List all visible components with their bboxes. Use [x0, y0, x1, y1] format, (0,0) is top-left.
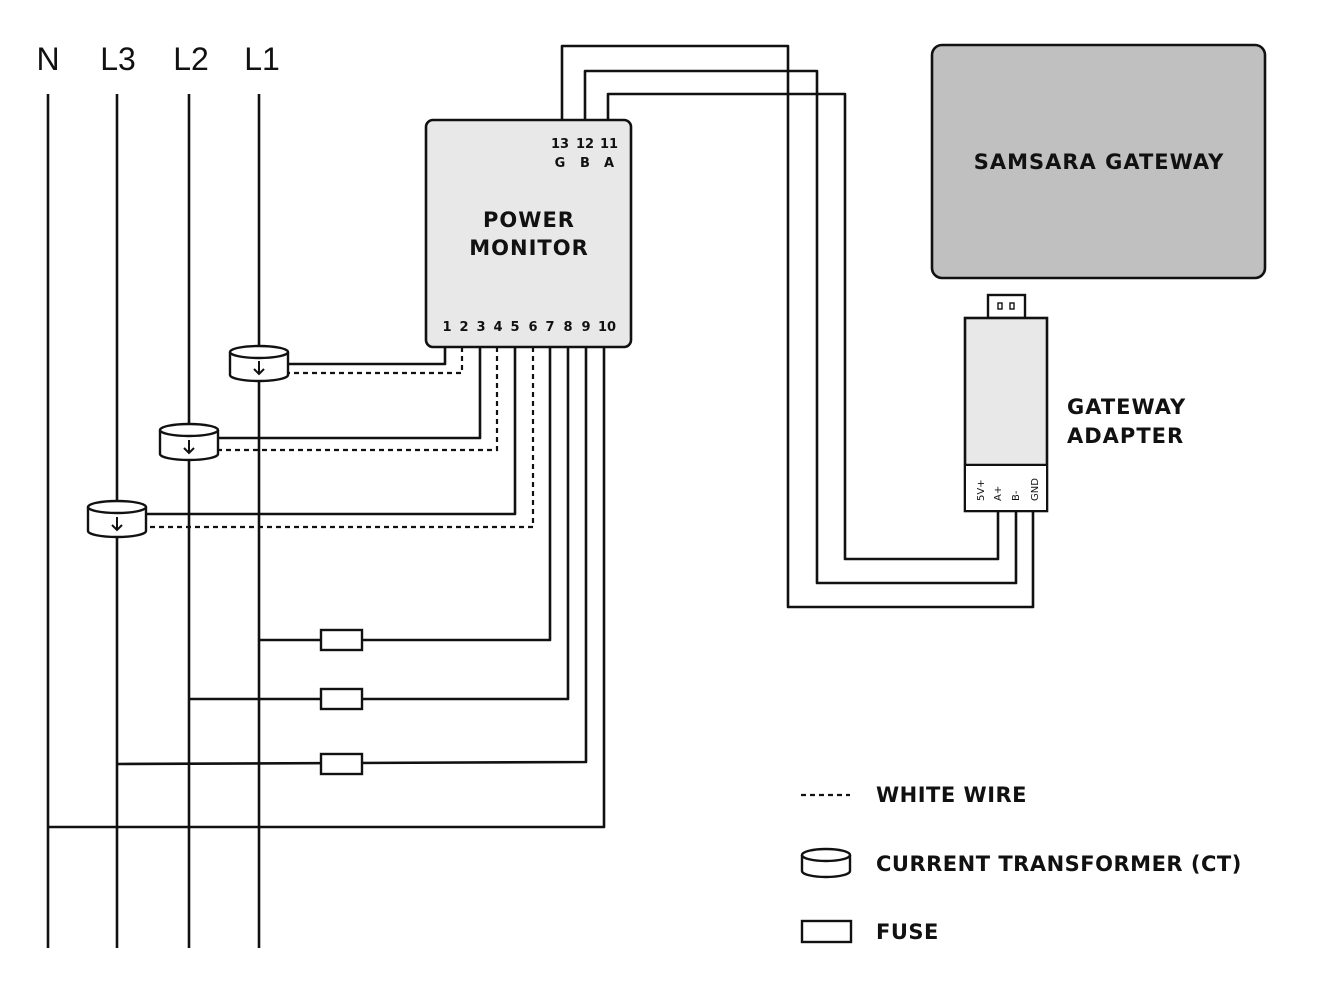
line-label-l3: L3	[100, 41, 136, 77]
gateway-adapter-title-line2: ADAPTER	[1067, 424, 1184, 448]
power-monitor	[424, 118, 633, 349]
legend-fuse-label: FUSE	[876, 920, 939, 944]
fuse-l3	[319, 752, 364, 776]
wire-ct-l1-white	[288, 347, 464, 375]
samsara-gateway	[930, 43, 1267, 280]
line-label-l1: L1	[244, 41, 280, 77]
wire-gnd	[560, 44, 1035, 609]
terminal-12-number: 12	[576, 137, 594, 152]
usb-connector	[986, 293, 1027, 320]
gateway-adapter	[963, 293, 1049, 513]
terminal-6: 6	[528, 320, 537, 335]
wire-b	[583, 69, 1018, 585]
fuse-l2	[319, 687, 364, 711]
power-monitor-title-line1: POWER	[483, 208, 575, 232]
terminal-10: 10	[598, 320, 616, 335]
terminal-5: 5	[510, 320, 519, 335]
terminal-13-number: 13	[551, 137, 569, 152]
line-label-n: N	[36, 41, 59, 77]
wire-fuse-l1	[259, 347, 552, 642]
legend-fuse-swatch	[800, 919, 853, 944]
adapter-pin-a: A+	[993, 486, 1004, 501]
wire-ct-l2-solid	[218, 347, 482, 440]
terminal-11-number: 11	[600, 137, 618, 152]
samsara-gateway-title: SAMSARA GATEWAY	[974, 150, 1225, 174]
terminal-3: 3	[476, 320, 485, 335]
legend-ct-label: CURRENT TRANSFORMER (CT)	[876, 852, 1242, 876]
wire-ct-l3-white	[146, 347, 535, 529]
current-transformer-l2	[158, 422, 220, 462]
wire-fuse-l3	[116, 347, 588, 766]
wire-fuse-l2	[189, 347, 570, 701]
terminal-12-signal: B	[580, 156, 590, 171]
terminal-9: 9	[581, 320, 590, 335]
wire-ct-l2-white	[218, 347, 499, 452]
line-label-l2: L2	[173, 41, 209, 77]
wire-a	[606, 92, 1000, 561]
wire-ct-l1-solid	[288, 347, 447, 366]
adapter-pin-b: B-	[1011, 490, 1022, 501]
legend-ct-swatch	[800, 847, 852, 879]
power-monitor-title-line2: MONITOR	[469, 236, 589, 260]
terminal-1: 1	[442, 320, 451, 335]
terminal-2: 2	[459, 320, 468, 335]
current-transformer-l1	[228, 344, 290, 383]
terminal-8: 8	[563, 320, 572, 335]
terminal-13-signal: G	[555, 156, 566, 171]
current-transformer-l3	[86, 499, 148, 539]
gateway-adapter-title-line1: GATEWAY	[1067, 395, 1186, 419]
terminal-11-signal: A	[604, 156, 614, 171]
fuse-l1	[319, 628, 364, 652]
terminal-7: 7	[545, 320, 554, 335]
legend: WHITE WIRE CURRENT TRANSFORMER (CT) FUSE	[800, 783, 1242, 944]
terminal-4: 4	[493, 320, 502, 335]
wire-ct-l3-solid	[146, 347, 517, 516]
adapter-pin-5v: 5V+	[976, 479, 987, 501]
wire-neutral	[48, 347, 606, 829]
adapter-pin-gnd: GND	[1030, 478, 1041, 501]
legend-white-wire-label: WHITE WIRE	[876, 783, 1027, 807]
